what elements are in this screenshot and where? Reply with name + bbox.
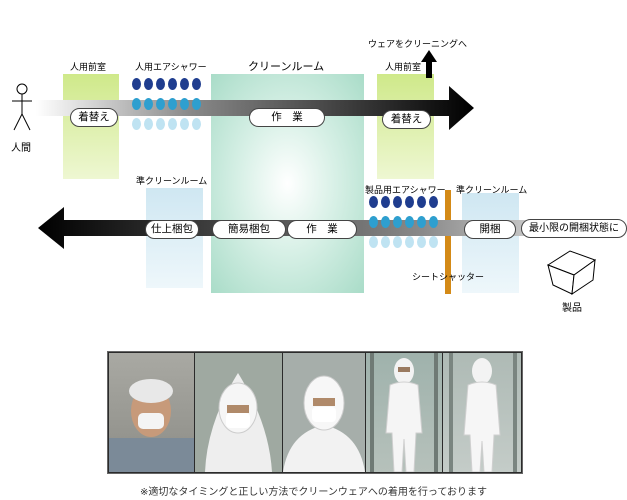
air-shower-dot [144,118,153,130]
air-shower-dot [180,78,189,90]
air-shower-dot [192,78,201,90]
to-cleaning-arrow-head [421,50,437,62]
air-shower-dot [429,236,438,248]
air-shower-dot [381,216,390,228]
minimal-open-step: 最小限の開梱状態に [521,219,627,238]
flow-arrows [12,50,627,296]
person-anteroom-label-2: 人用前室 [385,63,422,73]
air-shower-dot [192,98,201,110]
air-shower-dot [393,216,402,228]
change-out-step: 着替え [382,110,431,129]
air-shower-dot [405,196,414,208]
air-shower-dot [132,118,141,130]
product-air-shower-label: 製品用エアシャワー [365,186,446,196]
final-pack-step: 仕上梱包 [145,220,199,239]
air-shower-dot [429,196,438,208]
air-shower-dot [417,236,426,248]
air-shower-dot [405,236,414,248]
air-shower-dot [393,196,402,208]
air-shower-dot [429,216,438,228]
air-shower-dot [180,118,189,130]
photo-hood-suit [283,353,365,472]
photo-full-suit-back [443,353,521,472]
air-shower-dot [369,196,378,208]
air-shower-dot [156,78,165,90]
air-shower-dot [132,98,141,110]
air-shower-dot [369,236,378,248]
product-label: 製品 [562,303,582,314]
photo-hairnet [109,353,194,472]
human-label: 人間 [11,143,31,154]
semi-clean-room-left-label: 準クリーンルーム [136,177,208,187]
air-shower-dot [381,236,390,248]
sheet-shutter-label: シートシャッター [412,273,485,283]
air-shower-dot [132,78,141,90]
product-box-icon [546,250,597,296]
person-icon [12,83,32,131]
change-in-step: 着替え [70,108,118,127]
to-cleaning-arrow-shaft [426,61,432,78]
semi-clean-room-right-box [462,193,519,293]
photo-hood [195,353,282,472]
photo-full-suit-front [366,353,442,472]
cleanwear-photo-strip [107,351,523,474]
work-step-top: 作 業 [249,108,325,127]
air-shower-dot [168,98,177,110]
air-shower-dot [417,196,426,208]
air-shower-dot [156,118,165,130]
air-shower-dot [144,78,153,90]
air-shower-dot [180,98,189,110]
clean-room-label: クリーンルーム [248,60,325,73]
air-shower-dot [192,118,201,130]
air-shower-dot [393,236,402,248]
caption: ※適切なタイミングと正しい方法でクリーンウェアへの着用を行っております [139,487,488,498]
air-shower-dot [369,216,378,228]
air-shower-dot [168,78,177,90]
simple-pack-step: 簡易梱包 [212,220,286,239]
person-anteroom-label: 人用前室 [70,63,107,73]
semi-clean-room-right-label: 準クリーンルーム [456,186,528,196]
air-shower-dot [168,118,177,130]
air-shower-dot [405,216,414,228]
person-air-shower-label: 人用エアシャワー [135,63,207,73]
wear-to-cleaning-label: ウェアをクリーニングへ [368,40,468,50]
unpack-step: 開梱 [464,220,516,239]
air-shower-dot [381,196,390,208]
air-shower-dot [144,98,153,110]
work-step-bottom: 作 業 [287,220,357,239]
air-shower-dot [156,98,165,110]
sheet-shutter-bar [445,190,451,294]
air-shower-dot [417,216,426,228]
